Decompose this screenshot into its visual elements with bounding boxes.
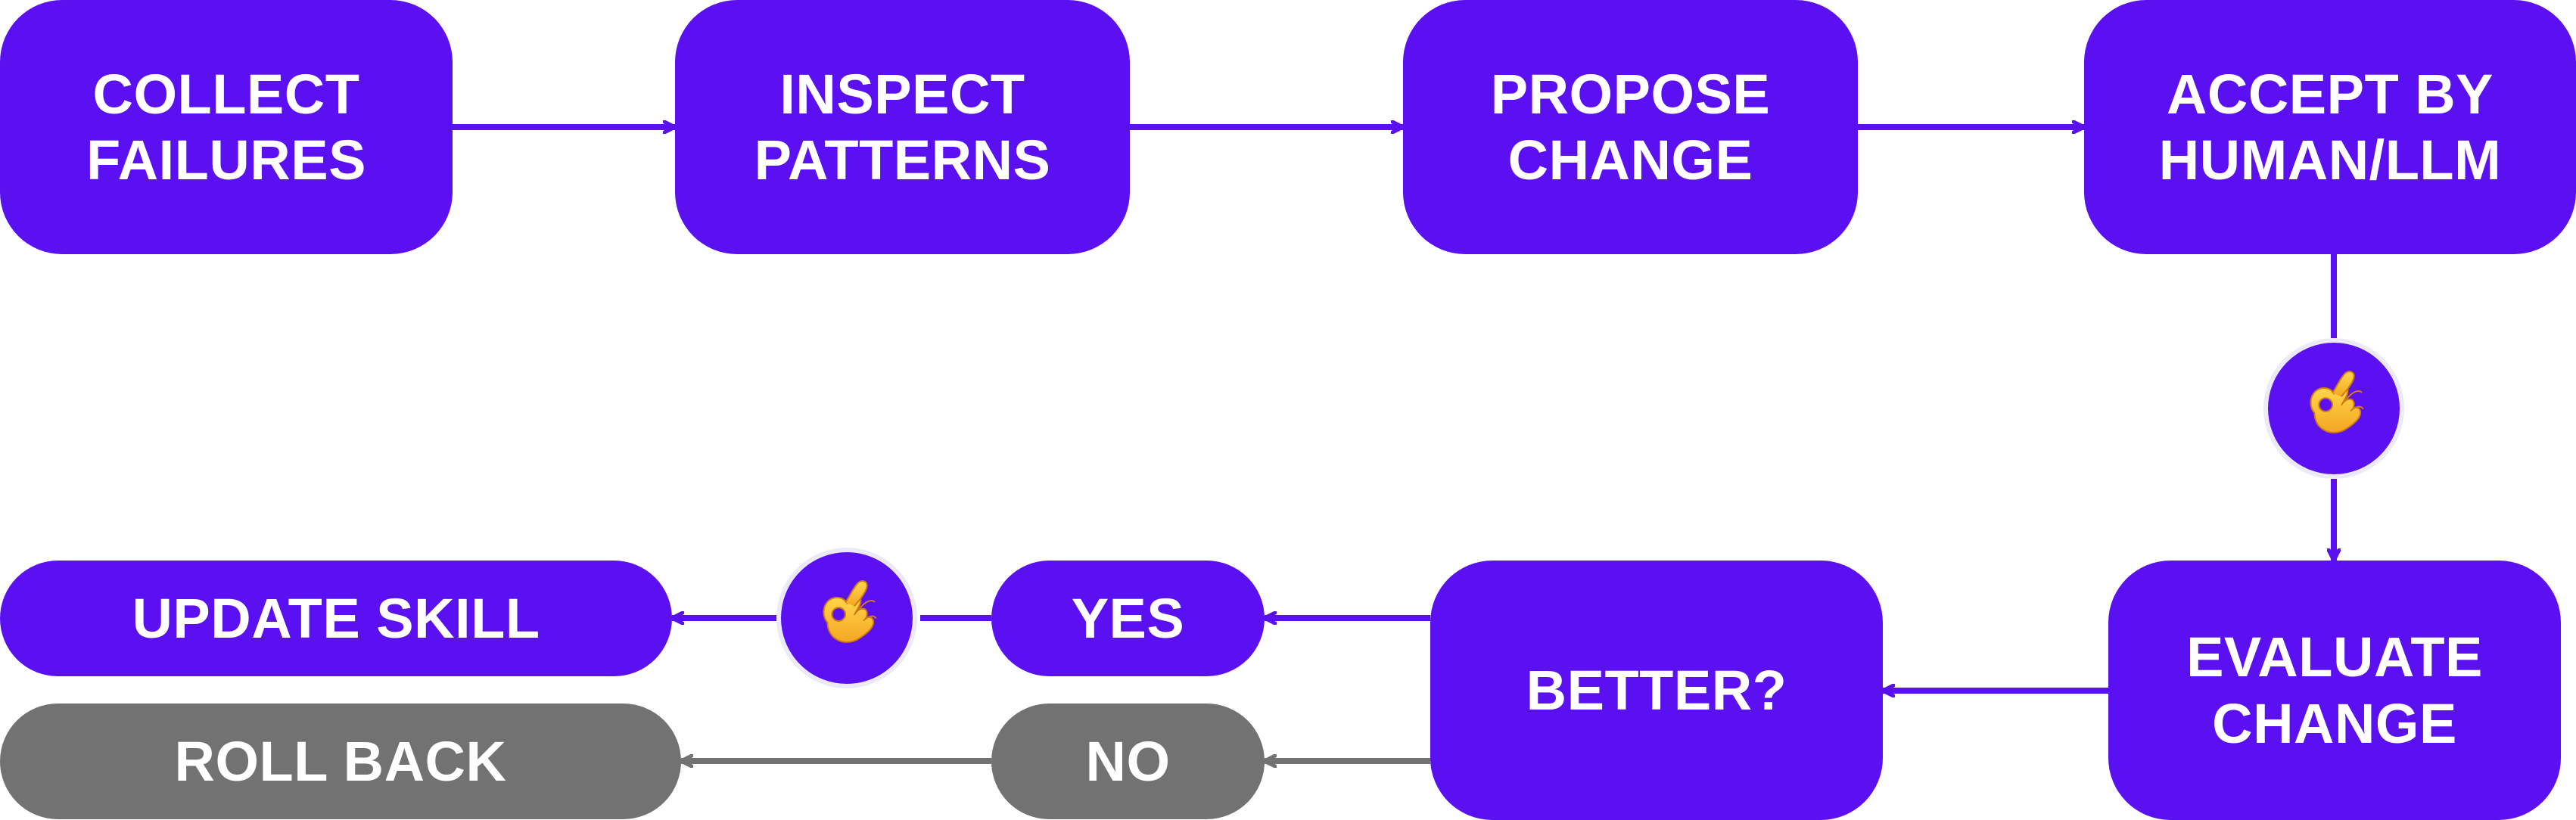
node-propose-change: PROPOSE CHANGE xyxy=(1403,0,1858,254)
ok-hand-icon xyxy=(2310,371,2364,433)
node-collect-failures: COLLECT FAILURES xyxy=(0,0,453,254)
node-yes: YES xyxy=(991,561,1265,676)
node-evaluate-change: EVALUATE CHANGE xyxy=(2108,561,2561,820)
ok-hand-icon xyxy=(823,580,877,643)
node-inspect-patterns: INSPECT PATTERNS xyxy=(675,0,1130,254)
node-no: NO xyxy=(991,704,1265,819)
node-accept-by-human-llm: ACCEPT BY HUMAN/LLM xyxy=(2084,0,2576,254)
node-better-decision: BETTER? xyxy=(1430,561,1883,820)
approval-badge xyxy=(2263,338,2404,479)
node-update-skill: UPDATE SKILL xyxy=(0,561,672,676)
yes-approval-badge xyxy=(776,548,917,688)
node-roll-back: ROLL BACK xyxy=(0,704,681,819)
